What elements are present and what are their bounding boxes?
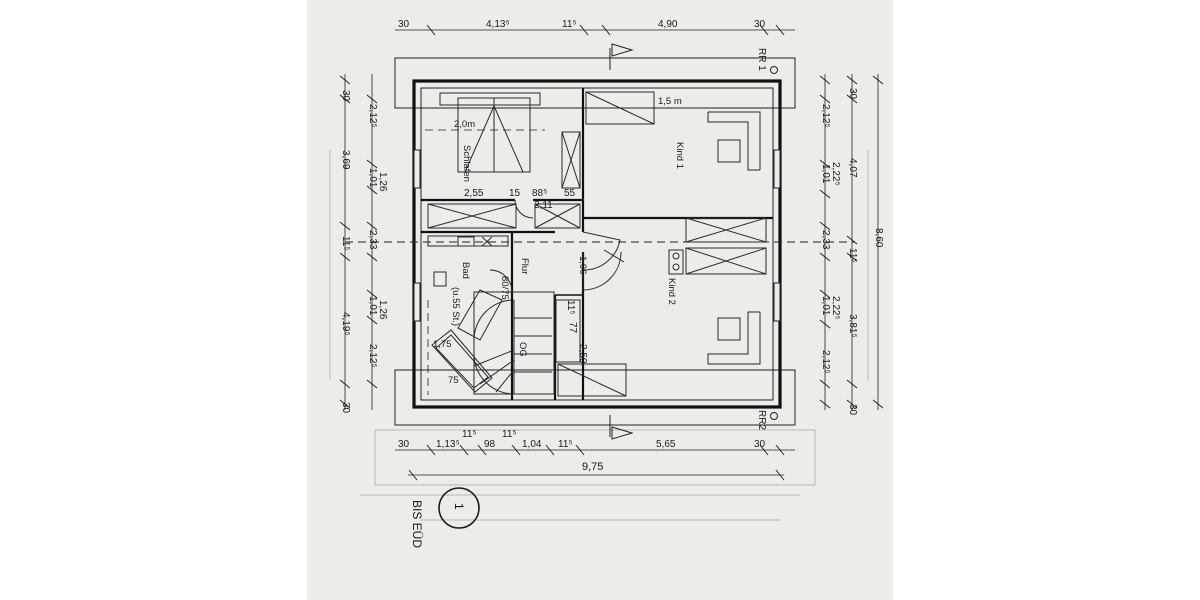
- flur-cabinet: [555, 299, 581, 363]
- dim-top: 30: [398, 19, 410, 30]
- room-label-kind1: Kind 1: [674, 142, 685, 169]
- bad-room: [427, 235, 509, 395]
- dim-interior: 88⁵: [532, 188, 547, 199]
- dimension-lines-left: [339, 74, 378, 410]
- side-windows: [413, 149, 781, 322]
- dim-bottom: 30: [398, 439, 410, 450]
- dim-overall-width: 9,75: [582, 461, 603, 473]
- dimension-lines-right: [819, 74, 884, 410]
- bad-note: (u.55 St.): [450, 287, 461, 326]
- dim-interior: 11⁵: [565, 300, 576, 315]
- dim-bottom: 1,13⁵: [436, 439, 460, 450]
- section-marker-top: [609, 43, 634, 70]
- flur-width-label: 1,96: [577, 256, 588, 275]
- dim-left-outer: 4,19⁵: [340, 312, 351, 336]
- dim-interior: 77: [567, 322, 578, 334]
- room-label-kind2: Kind 2: [666, 278, 677, 305]
- dim-right-overall: 8,60: [873, 228, 884, 248]
- room-label-bad: Bad: [460, 262, 471, 279]
- dim-top: 30: [754, 19, 766, 30]
- ghost-lines: [329, 150, 869, 521]
- dim-right-inner: 2,22⁵: [830, 162, 841, 186]
- dim-left-inner: 1,01: [367, 296, 378, 316]
- dim-right-mid: 30: [847, 404, 858, 416]
- dim-bottom: 5,65: [656, 439, 676, 450]
- dim-left-inner: 1,26: [377, 300, 388, 320]
- dim-top: 4,90: [658, 19, 678, 30]
- dim-left-inner: 1,01: [367, 168, 378, 188]
- stair: [473, 269, 555, 395]
- stair-label: OG: [517, 342, 528, 357]
- dim-top: 11⁵: [562, 19, 577, 30]
- room-label-flur: Flur: [519, 258, 530, 274]
- dim-left-inner: 2,12⁵: [367, 104, 378, 128]
- plan-number-circle: [438, 487, 480, 529]
- section-marker-bottom: [609, 415, 634, 440]
- section-label-top: RR 1: [756, 48, 767, 71]
- dim-left-inner: 1,26: [377, 172, 388, 192]
- roof-overhang-top: [394, 57, 796, 109]
- outer-wall: [412, 79, 782, 409]
- chimney-mark: [770, 412, 778, 420]
- dim-right-mid: 3,81⁵: [847, 314, 858, 338]
- dimension-line-bottom: [395, 444, 795, 481]
- roof-overhang-bottom: [394, 369, 796, 426]
- dim-interior: 2,55: [464, 188, 484, 199]
- kind2-room: [557, 231, 767, 397]
- inner-wall-face: [420, 87, 774, 401]
- dim-left-outer: 30: [340, 402, 351, 414]
- plan-number: 1: [452, 503, 466, 510]
- dim-left-outer: 3,69: [340, 150, 351, 170]
- dim-right-inner: 2,12⁵: [820, 350, 831, 374]
- dim-bottom: 11⁵: [462, 429, 477, 440]
- dim-interior: 2,50: [577, 344, 588, 364]
- dim-right-inner: 1,01: [820, 164, 831, 184]
- dim-left-inner: 2,12⁵: [367, 344, 378, 368]
- dim-bottom: 30: [754, 439, 766, 450]
- plan-caption: BIS EÜD: [410, 500, 424, 548]
- dim-left-outer: 30: [340, 90, 351, 102]
- dim-top: 4,13⁵: [486, 19, 510, 30]
- dim-right-inner: 2,22⁵: [830, 296, 841, 320]
- dim-right-mid: 30: [847, 88, 858, 100]
- stair-gap-label: 80/75: [499, 276, 510, 300]
- dim-right-mid: 11⁵: [847, 248, 858, 263]
- dim-bottom: 98: [484, 439, 496, 450]
- dim-right-mid: 4,07: [847, 158, 858, 178]
- dim-interior: 55: [564, 188, 576, 199]
- bath-width-label: 75: [448, 375, 459, 386]
- bed-length-label: 2,0m: [454, 119, 475, 130]
- dim-left-outer: 11⁵: [340, 236, 351, 251]
- dim-bottom: 11⁵: [502, 429, 517, 440]
- room-label-schlafen: Schlafen: [461, 145, 472, 182]
- kind1-room: [585, 91, 767, 243]
- dim-right-inner: 2,12⁵: [820, 104, 831, 128]
- dimension-line-top: [395, 24, 795, 36]
- dim-bottom: 1,04: [522, 439, 542, 450]
- schlafen-room: [425, 92, 581, 229]
- dim-left-inner: 2,33: [367, 230, 378, 250]
- dim-right-inner: 1,01: [820, 296, 831, 316]
- dim-bottom: 11⁵: [558, 439, 573, 450]
- section-label-bottom: RR2: [756, 410, 767, 430]
- chimney-mark: [770, 66, 778, 74]
- dim-interior: 2,11: [534, 200, 553, 211]
- dim-right-inner: 2,33: [820, 230, 831, 250]
- bath-length-label: 1,75: [433, 339, 452, 350]
- kind1-bed-label: 1,5 m: [658, 96, 682, 107]
- dim-interior: 15: [509, 188, 521, 199]
